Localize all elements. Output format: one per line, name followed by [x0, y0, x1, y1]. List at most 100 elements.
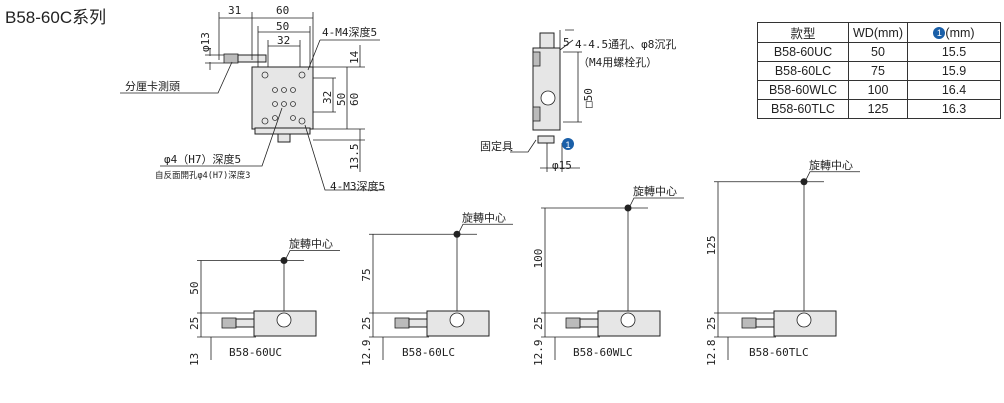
dim-25: 25: [360, 317, 373, 330]
side-view: 5 4-4.5通孔、φ8沉孔 （M4用螺栓孔） □50 固定具 1 φ15: [480, 29, 676, 172]
wd-view-b58-60tlc: 旋轉中心 125 25 12.8 B58-60TLC: [705, 158, 860, 366]
micrometer-barrel: [755, 318, 775, 328]
dim-bottom: 12.9: [360, 340, 373, 367]
dimension-lines: [541, 207, 648, 360]
header-offset-unit: (mm): [945, 25, 975, 40]
model-label: B58-60WLC: [573, 346, 633, 359]
leader-line: [629, 197, 684, 207]
dim-bottom: 12.8: [705, 340, 718, 367]
label-hole-back: 自反面開孔φ4(H7)深度3: [155, 170, 250, 181]
side-screw-bottom: [532, 106, 541, 122]
dim-13-5: 13.5: [348, 144, 361, 171]
rotation-center-icon: [624, 204, 632, 212]
rotation-center-icon: [800, 178, 808, 186]
dim-31: 31: [228, 4, 241, 17]
mounting-holes: [261, 71, 306, 125]
dimension-lines: [197, 260, 304, 360]
leader-line: [805, 171, 860, 180]
label-rotation-center: 旋轉中心: [633, 184, 677, 198]
dim-phi15: φ15: [552, 159, 572, 172]
wd-view-b58-60wlc: 旋轉中心 100 25 12.9 B58-60WLC: [532, 184, 684, 366]
header-wd: WD(mm): [848, 22, 908, 43]
dimension-lines: [714, 181, 824, 360]
label-m4: 4-M4深度5: [322, 25, 377, 39]
lock-knob: [277, 133, 291, 143]
micrometer-knurl: [223, 53, 239, 64]
badge-1-icon: 1: [933, 27, 946, 40]
label-rotation-center: 旋轉中心: [289, 237, 333, 251]
model-label: B58-60UC: [229, 346, 282, 359]
badge-1-icon: [562, 138, 574, 150]
stage-body: [251, 66, 314, 130]
dim-32: 32: [277, 34, 290, 47]
stage-knob: [276, 312, 292, 328]
micrometer-barrel: [579, 318, 599, 328]
dim-60: 60: [276, 4, 289, 17]
stage-knob: [449, 312, 465, 328]
stage-knob: [796, 312, 812, 328]
table-header-row: 款型 WD(mm) 1(mm): [757, 22, 1001, 43]
dim-bottom: 13: [188, 353, 201, 366]
dim-50: 50: [276, 20, 289, 33]
cell-offset: 16.4: [907, 80, 1001, 100]
top-view: 31 60 50 32 φ13 14 32 50 60 13.5 4-M4深度5…: [120, 4, 385, 193]
cell-offset: 16.3: [907, 99, 1001, 119]
dim-v60: 60: [348, 93, 361, 106]
dim-wd: 100: [532, 249, 545, 269]
badge-1-text: 1: [565, 140, 570, 150]
fixture: [537, 135, 555, 144]
dim-25: 25: [705, 317, 718, 330]
dim-wd: 50: [188, 282, 201, 295]
dim-25: 25: [532, 317, 545, 330]
dim-wd: 75: [360, 268, 373, 281]
label-rotation-center: 旋轉中心: [809, 158, 853, 172]
label-bolt: （M4用螺栓孔）: [578, 55, 657, 69]
label-hole: φ4（H7）深度5: [164, 152, 241, 166]
dim-14: 14: [348, 50, 361, 64]
side-screw-top: [532, 51, 541, 67]
label-fixture: 固定具: [480, 139, 513, 153]
micrometer-barrel: [408, 318, 428, 328]
dim-phi13: φ13: [199, 32, 212, 52]
label-through-hole: 4-4.5通孔、φ8沉孔: [575, 38, 676, 51]
dimension-lines: [369, 233, 477, 360]
cell-offset: 15.9: [907, 61, 1001, 81]
side-knob: [540, 90, 556, 106]
cell-offset: 15.5: [907, 42, 1001, 62]
micrometer-barrel: [235, 318, 255, 328]
dim-bottom: 12.9: [532, 340, 545, 367]
label-m3: 4-M3深度5: [330, 179, 385, 193]
cell-wd: 100: [848, 80, 908, 100]
dim-v32: 32: [321, 91, 334, 104]
model-label: B58-60LC: [402, 346, 455, 359]
wd-view-b58-60lc: 旋轉中心 75 25 12.9 B58-60LC: [360, 210, 513, 366]
model-label: B58-60TLC: [749, 346, 809, 359]
dim-sq50: □50: [582, 88, 595, 108]
micrometer-knurl: [741, 317, 757, 329]
label-micrometer: 分厘卡測頭: [125, 79, 180, 93]
dim-wd: 125: [705, 236, 718, 256]
micrometer-knurl: [394, 317, 410, 329]
dim-5: 5: [563, 36, 570, 49]
dim-25: 25: [188, 317, 201, 330]
micrometer-knurl: [565, 317, 581, 329]
leader-line: [458, 223, 513, 233]
stage-base: [254, 127, 311, 135]
rotation-center-icon: [280, 257, 288, 264]
dim-v50: 50: [335, 93, 348, 106]
series-title: B58-60C系列: [5, 8, 107, 27]
rotation-center-icon: [453, 230, 461, 238]
header-offset: 1(mm): [907, 22, 1001, 43]
wd-view-b58-60uc: 旋轉中心 50 25 13 B58-60UC: [188, 237, 340, 366]
label-rotation-center: 旋轉中心: [462, 210, 506, 224]
micrometer-end: [539, 32, 555, 49]
stage-knob: [620, 312, 636, 328]
